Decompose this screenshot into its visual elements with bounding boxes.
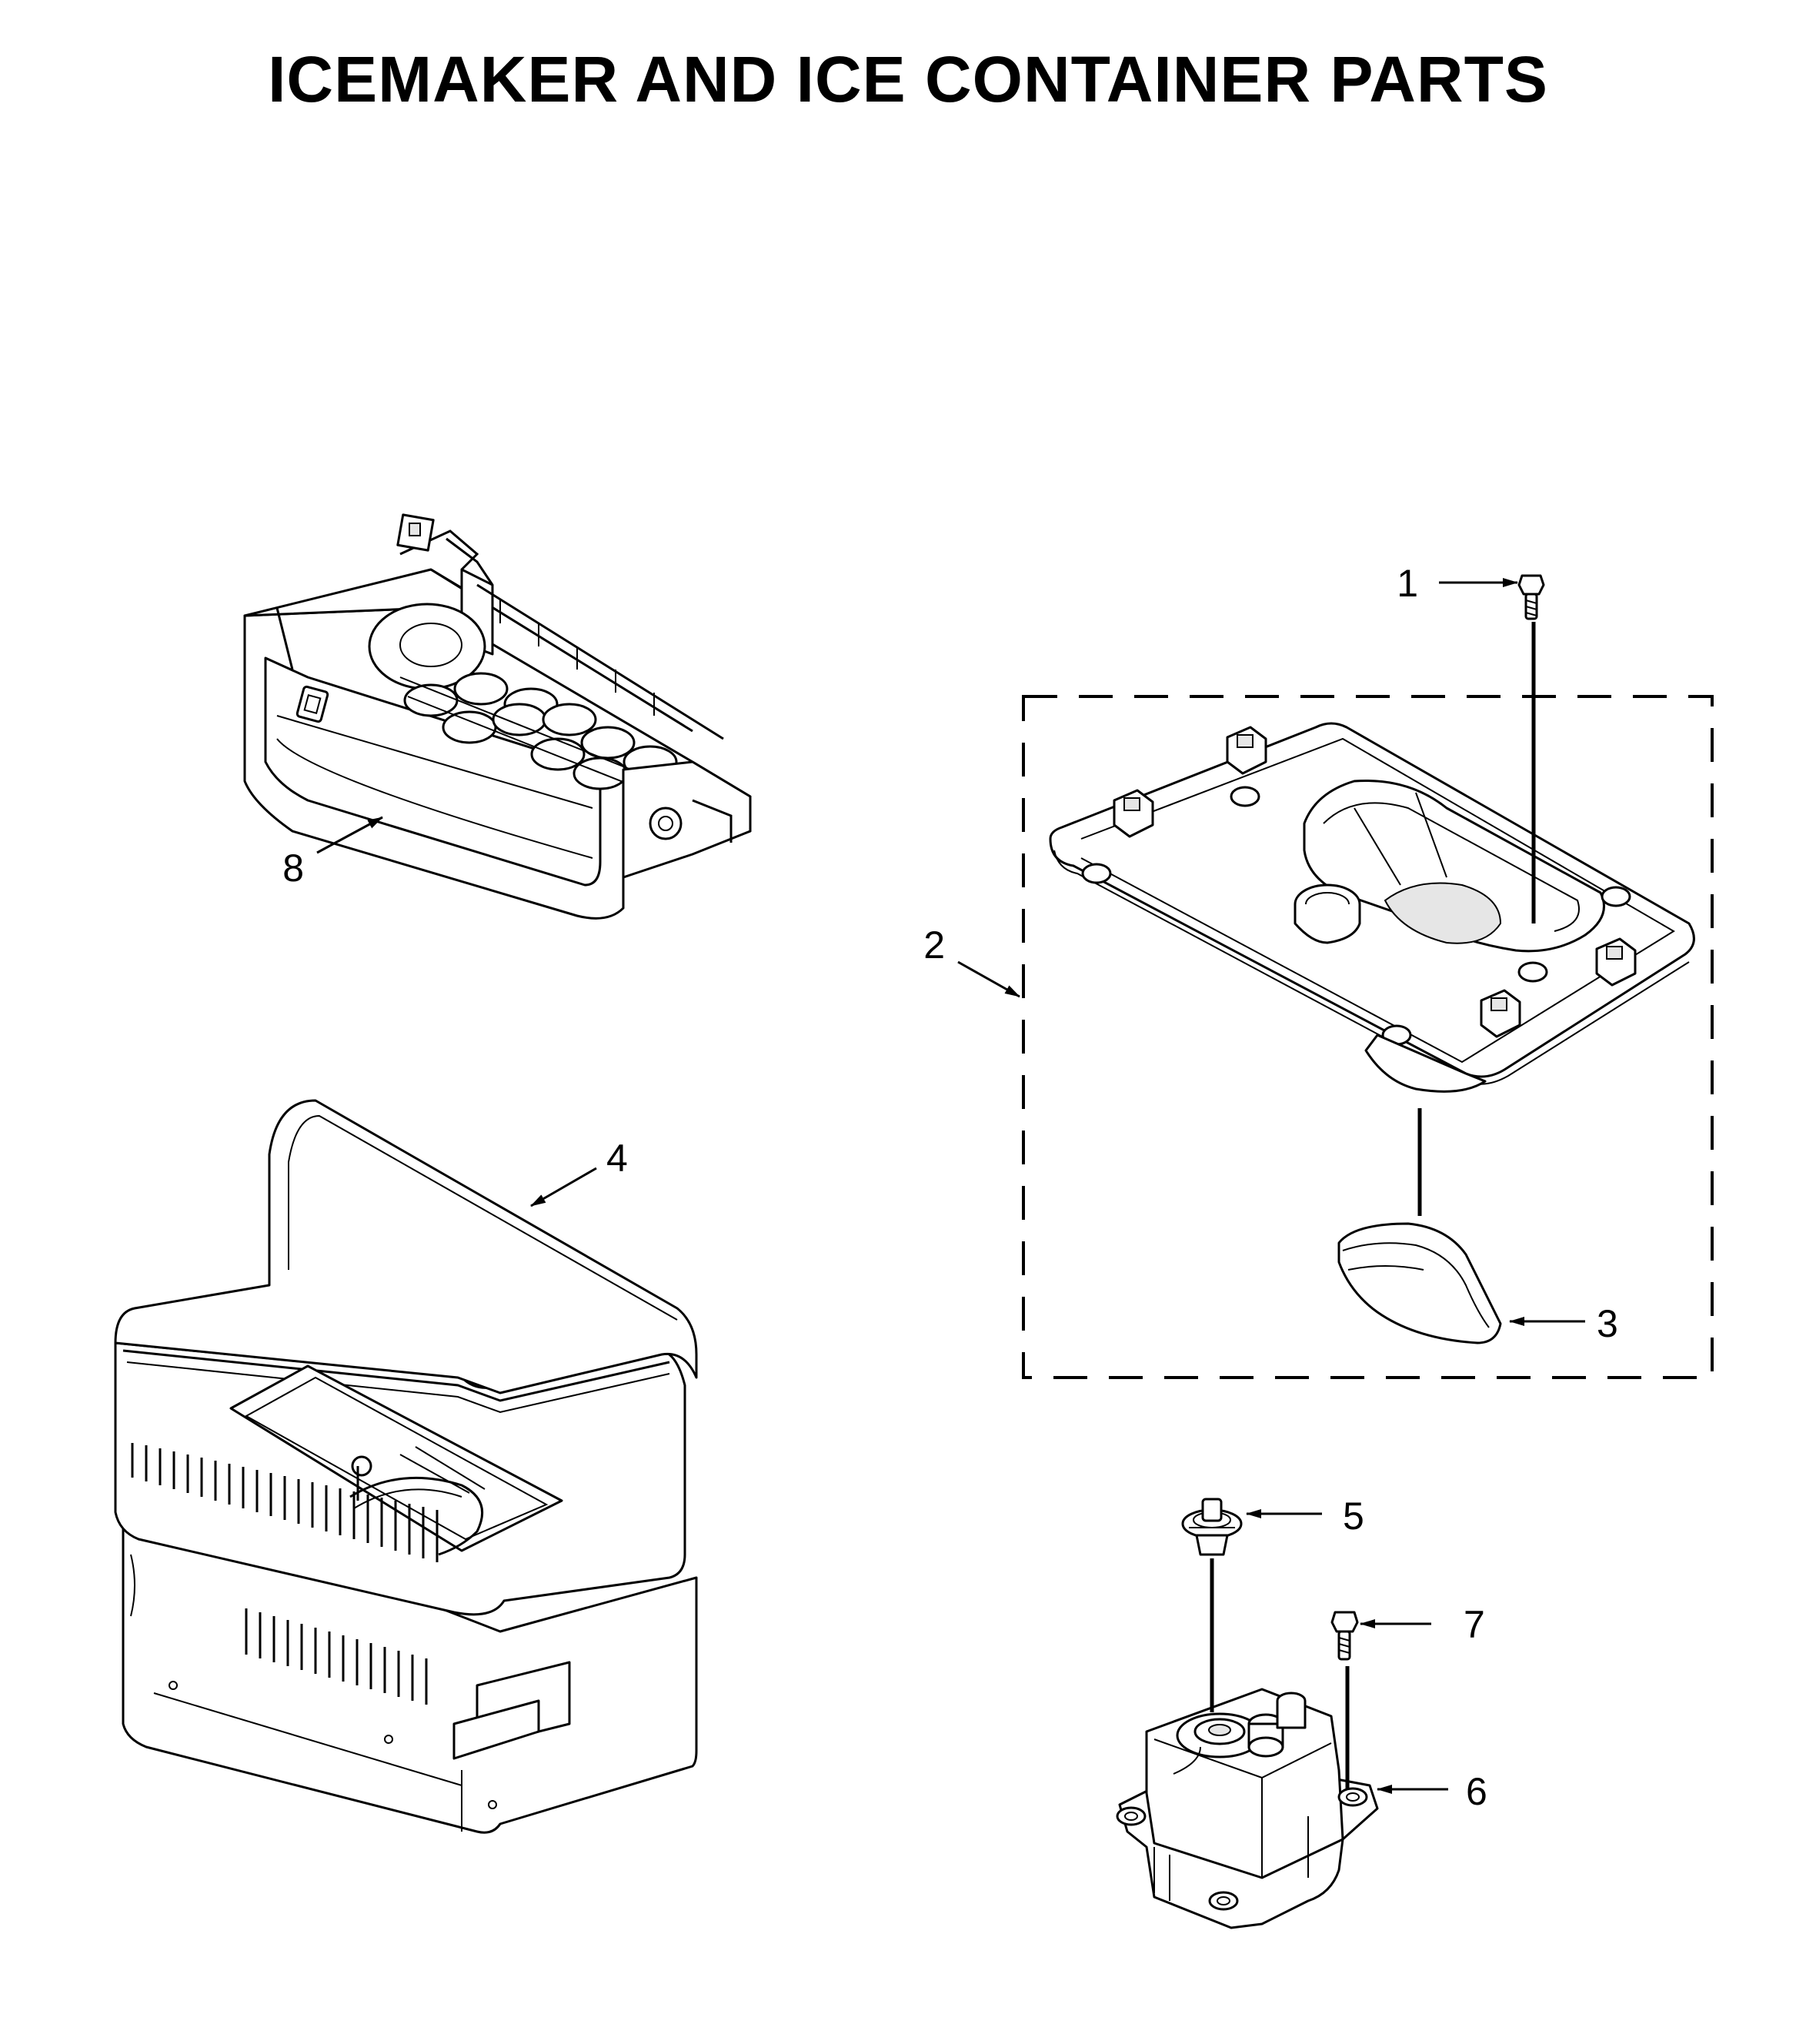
callout-6: 6: [1466, 1770, 1487, 1813]
screw-icon: [1517, 574, 1545, 620]
callout-5: 5: [1343, 1495, 1364, 1538]
callout-2: 2: [923, 923, 945, 967]
assembly-lines: [1210, 622, 1536, 1789]
ice-container-cover-kit-icon: [1049, 722, 1695, 1093]
callout-4: 4: [606, 1137, 628, 1180]
page-title: ICEMAKER AND ICE CONTAINER PARTS: [268, 43, 1548, 115]
callout-3: 3: [1597, 1302, 1618, 1345]
seal-ring-icon: [1337, 1222, 1502, 1344]
callout-8: 8: [282, 847, 304, 890]
callout-1: 1: [1397, 562, 1418, 605]
coupler-icon: [1181, 1498, 1243, 1556]
ice-bin-icon: [114, 1099, 698, 1834]
callout-labels: 1 2 3 4 5 6 7 8: [282, 562, 1618, 1813]
icemaker-assembly-icon: [243, 513, 752, 920]
kit-boundary: [1022, 695, 1714, 1379]
auger-motor-icon: [1116, 1688, 1379, 1929]
screw-icon: [1330, 1611, 1359, 1661]
callout-7: 7: [1464, 1603, 1485, 1646]
leader-arrows: [316, 578, 1585, 1794]
